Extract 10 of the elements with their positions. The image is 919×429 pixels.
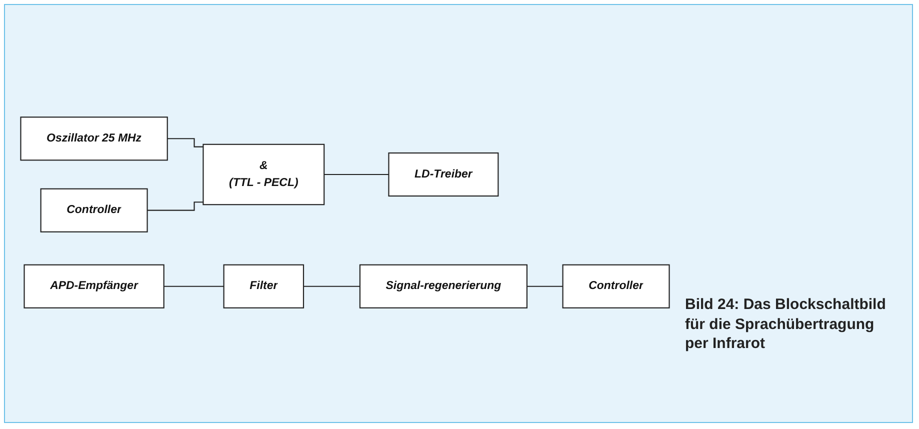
connector: [167, 138, 204, 148]
node-box: Signal-regenerierung: [359, 264, 528, 308]
node-box: & (TTL - PECL): [202, 144, 325, 206]
figure-caption: Bild 24: Das Blockschaltbild für die Sprachübertragung per Infrarot: [685, 295, 887, 354]
connector: [304, 286, 360, 287]
connector: [164, 286, 224, 287]
connector: [324, 174, 389, 176]
connector: [526, 286, 563, 287]
connector: [147, 202, 204, 211]
node-box: Oszillator 25 MHz: [20, 116, 168, 161]
